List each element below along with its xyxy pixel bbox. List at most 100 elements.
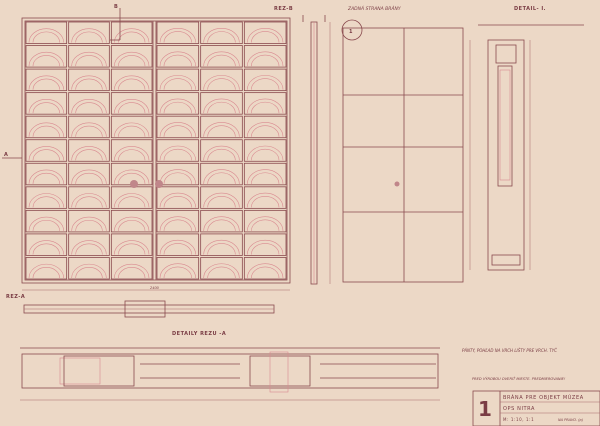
gate-panel-cell [156, 115, 200, 139]
panel-arc [28, 216, 64, 231]
section-b: REZ-B [274, 6, 331, 285]
gate-panel-cell [68, 257, 110, 280]
panel-arc [159, 239, 196, 255]
gate-panel-cell [243, 209, 287, 233]
gate-panel-cell [25, 92, 68, 115]
marker-a: A [4, 152, 8, 158]
bottom-note: PRED VÝROBOU OVERIŤ MIESTE. PREDMIEROVAN… [472, 376, 566, 381]
panel-arc [71, 99, 107, 114]
gate-panel-cell [200, 68, 243, 92]
gate-panel-cell [110, 209, 153, 233]
gate-panel-cell [243, 233, 287, 256]
panel-arc [28, 122, 64, 137]
panel-arc [159, 75, 196, 90]
detail-callout-circle [341, 19, 363, 41]
panel-arc [71, 51, 107, 67]
gate-panel-cell [25, 186, 68, 209]
sheet-number: 1 [478, 397, 492, 421]
dim-total: 2400 [150, 286, 160, 290]
gate-panel-cell [243, 139, 287, 162]
gate-panel-cell [25, 257, 68, 280]
panel-arc [114, 193, 150, 208]
gate-panel-cell [200, 45, 243, 68]
hinge-note: PÁNTY, POHĽAD NA VRCH LIŠTY PRE VRCH. TY… [462, 348, 557, 353]
gate-panel-cell [200, 115, 243, 139]
section-a-label: REZ-A [6, 294, 25, 300]
panel-arc [203, 239, 240, 255]
handle-rear-icon [394, 181, 400, 187]
panel-arc [203, 169, 240, 184]
panel-arc [247, 216, 284, 231]
rear-side-title: ZADNÁ STRANA BRÁNY [347, 5, 402, 12]
panel-arc [159, 122, 196, 137]
gate-panel-cell [68, 115, 110, 139]
gate-panel-cell [68, 233, 110, 256]
panel-arc [28, 146, 64, 161]
gate-panel-cell [200, 209, 243, 233]
gate-panel-cell [200, 92, 243, 115]
gate-panel-cell [25, 233, 68, 256]
panel-arc [247, 239, 284, 255]
gate-panel-cell [110, 186, 153, 209]
gate-panel-cell [156, 139, 200, 162]
gate-panel-cell [110, 257, 153, 280]
panel-arc [203, 145, 240, 161]
gate-panel-cell [110, 92, 153, 115]
panel-arc [28, 51, 64, 67]
panel-arc [114, 51, 150, 67]
gate-panel-cell [156, 257, 200, 280]
panel-arc [114, 240, 150, 255]
gate-panel-cell [156, 68, 200, 92]
gate-panel-cell [110, 139, 153, 162]
detail-callout: 1 [349, 29, 353, 35]
section-b-label: REZ-B [274, 6, 293, 12]
panel-arc [28, 28, 64, 43]
gate-panel-cell [68, 21, 110, 44]
panel-arc [203, 98, 240, 114]
gate-panel-cell [25, 68, 68, 92]
gate-panel-cell [156, 162, 200, 186]
detail-1: DETAIL- I. PÁNTY, POHĽAD NA VRCH LIŠTY P… [462, 6, 584, 353]
panel-arc [28, 263, 64, 279]
panel-arc [28, 75, 64, 90]
panel-arc [28, 193, 64, 208]
gate-panel-cell [25, 21, 68, 44]
panel-arc [71, 240, 107, 255]
gate-panel-cell [243, 257, 287, 280]
gate-rear-view: ZADNÁ STRANA BRÁNY 1 [341, 5, 464, 283]
panel-arc [159, 263, 196, 279]
panel-arc [159, 216, 196, 231]
panel-arc [247, 192, 284, 208]
gate-panel-cell [243, 115, 287, 139]
handle-right-icon [155, 180, 163, 188]
gate-panel-cell [68, 186, 110, 209]
panel-arc [28, 240, 64, 255]
gate-panel-cell [25, 115, 68, 139]
panel-arc [203, 28, 240, 43]
gate-panel-cell [68, 45, 110, 68]
gate-panel-cell [243, 92, 287, 115]
panel-arc [247, 169, 284, 184]
panel-arc [247, 263, 284, 279]
gate-panel-cell [200, 162, 243, 186]
gate-panel-cell [68, 139, 110, 162]
gate-panel-cell [243, 186, 287, 209]
panel-arc [114, 75, 150, 90]
panel-arc [203, 192, 240, 208]
gate-panel-cell [110, 45, 153, 68]
gate-panel-cell [156, 21, 200, 44]
panel-arc [203, 263, 240, 279]
panel-arc [71, 263, 107, 279]
panel-arc [28, 169, 64, 184]
gate-panel-cell [243, 21, 287, 44]
title: BRÁNA PRE OBJEKT MÚZEA [503, 394, 584, 401]
gate-panel-cell [68, 68, 110, 92]
panel-arc [71, 216, 107, 231]
gate-panel-cell [243, 162, 287, 186]
gate-panel-cell [110, 115, 153, 139]
gate-panel-cell [200, 139, 243, 162]
gate-panel-cell [200, 186, 243, 209]
panel-arc [159, 27, 196, 43]
gate-panel-cell [110, 233, 153, 256]
